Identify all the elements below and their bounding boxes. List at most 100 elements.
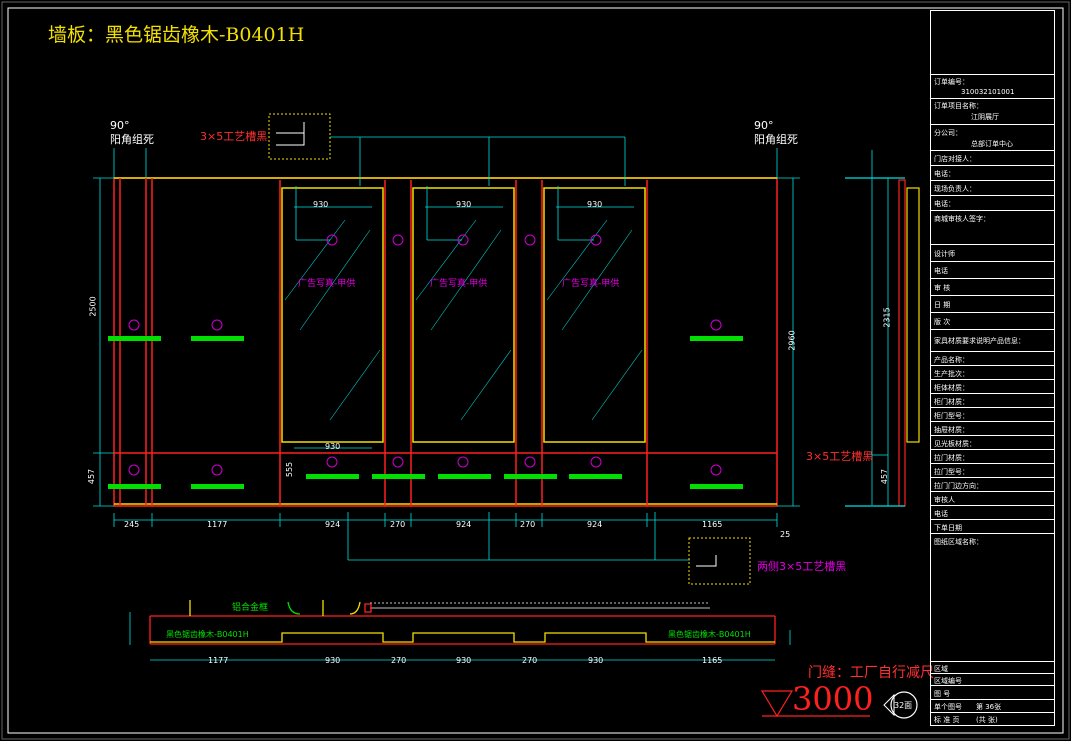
groove-note-right: 3×5工艺槽黑: [806, 450, 874, 463]
dim-top-8: 25: [780, 530, 790, 539]
tb-row-d2-label: 图 号: [934, 690, 951, 698]
shelf: [569, 474, 622, 479]
tb-row-a4: 商城审核人签字：: [931, 210, 1054, 236]
shelf: [690, 484, 743, 489]
tb-row-b4: 版 次: [931, 312, 1054, 329]
tb-row-c12: 下单日期: [931, 519, 1054, 533]
tb-row-b2: 审 核: [931, 278, 1054, 295]
groove-note-bottom: 两侧3×5工艺槽黑: [757, 560, 847, 573]
sheet-badge: 32面: [894, 701, 913, 710]
tb-company: 分公司： 总部订单中心: [931, 124, 1054, 150]
ad-panel-2: [412, 187, 515, 443]
panel-label-1: 广告写真-甲供: [298, 279, 356, 289]
door-gap-note: 门缝：工厂自行减尺: [808, 665, 934, 681]
tb-row-c3-label: 柜门材质：: [934, 398, 969, 406]
tb-row-c1-label: 生产批次：: [934, 370, 969, 378]
dim-inner-555: 555: [285, 461, 295, 478]
tb-project-label: 订单项目名称：: [934, 102, 983, 110]
dim-panel-1: 930: [313, 200, 328, 209]
tb-total-value: (共 张): [976, 716, 998, 724]
tb-company-value: 总部订单中心: [971, 140, 1013, 148]
tb-row-c5-label: 抽屉材质：: [934, 426, 969, 434]
tb-row-a0-label: 门店对接人：: [934, 155, 976, 163]
tb-row-c4-label: 柜门型号：: [934, 412, 969, 420]
dim-text: 245 1177 924 270 924 270 924 1165 25 117…: [124, 200, 790, 665]
tb-total: 标 准 页 (共 张): [931, 712, 1054, 725]
dim-top-6: 924: [587, 520, 602, 529]
dim-bot-1: 930: [325, 656, 340, 665]
hardware-markers: [128, 234, 722, 476]
tb-project: 订单项目名称： 江阴展厅: [931, 98, 1054, 122]
level-triangle: [760, 690, 794, 718]
green-shelves: [108, 336, 743, 489]
tb-total-label: 标 准 页: [934, 716, 960, 724]
corner-right-angle: 90°: [754, 119, 774, 132]
dim-bot-3: 930: [456, 656, 471, 665]
tb-row-c2: 柜体材质：: [931, 379, 1054, 393]
title-block: 订单编号： 310032101001 订单项目名称： 江阴展厅 分公司： 总部订…: [930, 10, 1055, 726]
tb-row-c7-label: 拉门材质：: [934, 454, 969, 462]
tb-row-b4-label: 版 次: [934, 318, 951, 326]
detail-box-top: [268, 113, 331, 160]
tb-row-a0: 门店对接人：: [931, 150, 1054, 165]
dim-top-1: 1177: [207, 520, 227, 529]
tb-row-b1-label: 电话: [934, 267, 948, 275]
tb-row-c13-label: 图纸区域名称：: [934, 538, 983, 546]
dim-panel-2: 930: [456, 200, 471, 209]
shelf: [191, 336, 244, 341]
tb-row-c6-label: 见光板材质：: [934, 440, 976, 448]
dim-left-height: 2500: [88, 296, 98, 317]
dim-top-7: 1165: [702, 520, 722, 529]
tb-row-b3: 日 期: [931, 295, 1054, 312]
dim-bot-0: 1177: [208, 656, 228, 665]
dim-top-3: 270: [390, 520, 405, 529]
tb-row-c3: 柜门材质：: [931, 393, 1054, 407]
tb-row-c8: 拉门型号：: [931, 463, 1054, 477]
dim-right-height: 2960: [787, 330, 797, 351]
dim-bot-5: 930: [588, 656, 603, 665]
detail-box-bottom: [688, 537, 751, 585]
section-drawing: [129, 600, 791, 661]
tb-row-a1: 电话：: [931, 165, 1054, 180]
wall-outline: [113, 177, 778, 507]
dimension-lines: [93, 148, 889, 527]
panel-label-2: 广告写真-甲供: [430, 279, 488, 289]
dim-top-5: 270: [520, 520, 535, 529]
tb-row-a2-label: 现场负责人：: [934, 185, 976, 193]
tb-row-c1: 生产批次：: [931, 365, 1054, 379]
dim-top-4: 924: [456, 520, 471, 529]
tb-row-c9: 拉门门边方向：: [931, 477, 1054, 491]
dim-side-height: 2315: [882, 307, 892, 328]
corner-note-left: 90° 阳角组死: [110, 119, 154, 147]
tb-order-no-value: 310032101001: [961, 88, 1015, 96]
tb-row-b3-label: 日 期: [934, 301, 951, 309]
tb-row-c2-label: 柜体材质：: [934, 384, 969, 392]
drawing-frame: [7, 7, 1064, 734]
tb-row-c9-label: 拉门门边方向：: [934, 482, 983, 490]
tb-product-header-label: 家具材质要求说明产品信息：: [934, 337, 1025, 345]
corner-right-text: 阳角组死: [754, 133, 798, 146]
tb-row-c5: 抽屉材质：: [931, 421, 1054, 435]
tb-row-c7: 拉门材质：: [931, 449, 1054, 463]
section-label-top: 铝合金框: [232, 603, 269, 613]
tb-row-a1-label: 电话：: [934, 170, 955, 178]
tb-row-c13: 图纸区域名称：: [931, 533, 1054, 661]
shelf: [504, 474, 557, 479]
corner-note-right: 90° 阳角组死: [754, 119, 798, 147]
tb-row-c8-label: 拉门型号：: [934, 468, 969, 476]
tb-row-c0-label: 产品名称：: [934, 356, 969, 364]
shelf: [108, 484, 161, 489]
ad-panel-3: [543, 187, 646, 443]
tb-row-d2: 图 号: [931, 685, 1054, 699]
ad-panels: [281, 186, 646, 449]
groove-note-top: 3×5工艺槽黑: [200, 130, 268, 143]
shelf: [372, 474, 425, 479]
dim-top-0: 245: [124, 520, 139, 529]
tb-row-c0: 产品名称：: [931, 351, 1054, 365]
tb-sheet-label: 单个图号: [934, 703, 962, 711]
dim-side-457: 457: [880, 468, 890, 485]
corner-left-angle: 90°: [110, 119, 130, 132]
side-profile: [845, 177, 920, 507]
tb-row-a3-label: 电话：: [934, 200, 955, 208]
